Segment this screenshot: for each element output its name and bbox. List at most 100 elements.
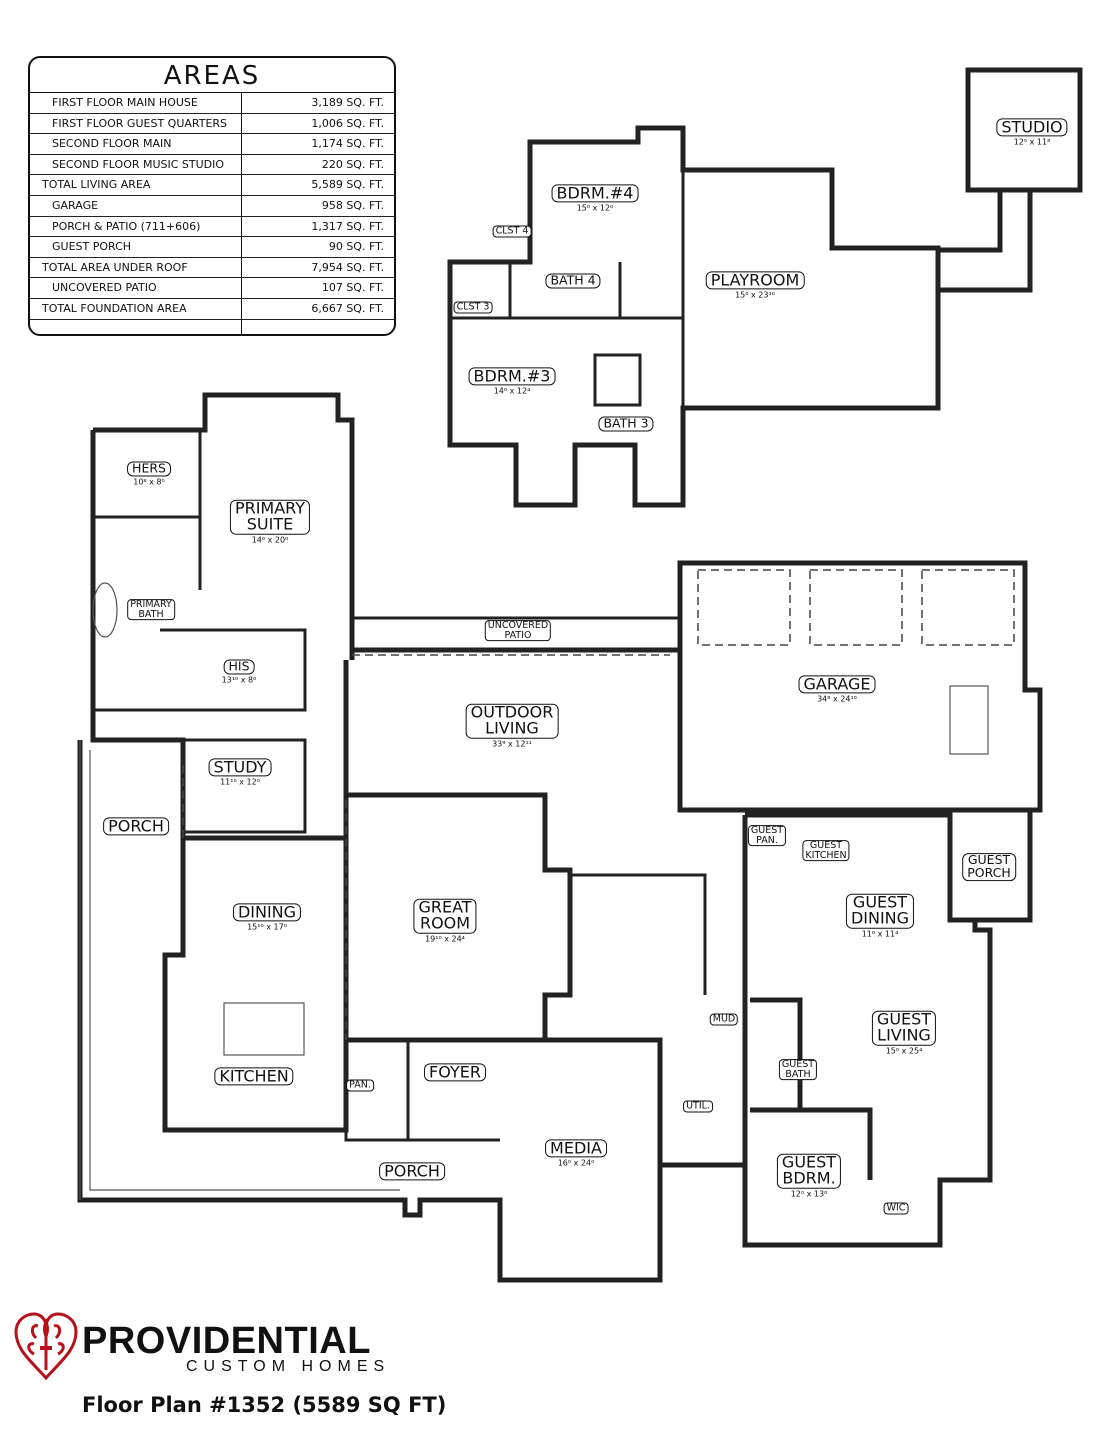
room-name: PRIMARY SUITE (229, 499, 311, 535)
studio-stair-wall (938, 190, 1033, 293)
room-name: GUEST BATH (778, 1059, 818, 1081)
room-name: DINING (232, 903, 302, 922)
area-label: TOTAL AREA UNDER ROOF (30, 257, 242, 278)
area-label: SECOND FLOOR MAIN (30, 134, 242, 154)
room-dimensions: 14⁰ x 12⁴ (493, 386, 531, 396)
room-name: PORCH (379, 1162, 445, 1181)
room-name: BATH 3 (598, 416, 654, 432)
room-dimensions: 11¹⁰ x 12⁰ (220, 777, 260, 787)
area-value: 6,667 SQ. FT. (311, 301, 384, 315)
room-clst4: CLST 4 (492, 219, 532, 238)
kitchen-island (223, 1002, 305, 1056)
room-porch-west: PORCH (103, 816, 169, 836)
room-name: OUTDOOR LIVING (465, 703, 559, 739)
guest-walls (742, 810, 1033, 1180)
area-value: 1,174 SQ. FT. (311, 137, 384, 151)
areas-row: SECOND FLOOR MAIN 1,174 SQ. FT. (30, 134, 394, 155)
room-uncovered-patio: UNCOVERED PATIO (484, 620, 552, 642)
area-value: 7,954 SQ. FT. (311, 260, 384, 274)
room-dimensions: 33⁹ x 12¹¹ (492, 739, 532, 749)
room-dimensions: 34⁸ x 24¹⁰ (817, 694, 857, 704)
brand-name: PROVIDENTIAL (82, 1320, 371, 1362)
room-name: BDRM.#4 (551, 184, 639, 203)
room-dimensions: 15⁰ x 12⁰ (576, 203, 614, 213)
primary-wing-interior-walls (93, 430, 307, 834)
area-value: 1,317 SQ. FT. (311, 219, 384, 233)
area-value: 107 SQ. FT. (321, 281, 384, 295)
room-porch-front: PORCH (379, 1161, 445, 1181)
room-name: BDRM.#3 (468, 367, 556, 386)
dashed-openings (182, 760, 347, 1040)
room-name: GREAT ROOM (413, 898, 477, 934)
room-guest-porch: GUEST PORCH (962, 853, 1016, 881)
areas-row: SECOND FLOOR MUSIC STUDIO 220 SQ. FT. (30, 154, 394, 176)
garage-door-2 (809, 569, 903, 646)
area-label: UNCOVERED PATIO (30, 278, 242, 298)
areas-row (30, 319, 394, 334)
area-label: PORCH & PATIO (711+606) (30, 216, 242, 237)
areas-row: TOTAL AREA UNDER ROOF 7,954 SQ. FT. (30, 257, 394, 279)
room-wic: WIC (883, 1196, 909, 1215)
second-floor-outline (447, 125, 941, 508)
area-value: 1,006 SQ. FT. (311, 116, 384, 130)
room-bath4: BATH 4 (545, 270, 601, 289)
area-value: 220 SQ. FT. (321, 157, 384, 171)
room-name: GUEST DINING (845, 893, 915, 929)
room-name: MEDIA (545, 1139, 607, 1158)
room-pantry: PAN. (346, 1073, 374, 1092)
room-dimensions: 16⁰ x 24⁰ (557, 1158, 595, 1168)
room-name: HERS (127, 461, 171, 477)
area-label (30, 319, 242, 334)
room-name: PRIMARY BATH (127, 599, 175, 621)
area-label: FIRST FLOOR GUEST QUARTERS (30, 113, 242, 134)
room-name: WIC (883, 1202, 909, 1215)
room-dimensions: 15⁰ x 23¹⁰ (735, 290, 775, 300)
room-util: UTIL. (683, 1094, 713, 1113)
plan-title: Floor Plan #1352 (5589 SQ FT) (82, 1393, 447, 1417)
room-guest-kitchen: GUEST KITCHEN (802, 840, 850, 862)
room-name: KITCHEN (214, 1067, 294, 1086)
room-dimensions: 13¹⁰ x 8⁰ (221, 675, 257, 685)
dining-kitchen-walls (162, 835, 349, 1133)
room-name: GUEST KITCHEN (802, 840, 850, 862)
area-value (242, 320, 394, 334)
area-value: 958 SQ. FT. (321, 198, 384, 212)
room-name: PAN. (346, 1079, 374, 1092)
room-dimensions: 14⁰ x 20⁰ (251, 535, 289, 545)
room-dimensions: 15⁰ x 25⁴ (885, 1046, 923, 1056)
areas-row: FIRST FLOOR GUEST QUARTERS 1,006 SQ. FT. (30, 113, 394, 135)
room-guest-pan: GUEST PAN. (747, 825, 787, 847)
room-name: GUEST LIVING (871, 1010, 937, 1046)
room-name: UTIL. (683, 1100, 713, 1113)
room-kitchen: KITCHEN (214, 1066, 294, 1086)
room-dimensions: 15¹⁰ x 17⁰ (247, 922, 287, 932)
bathtub (92, 582, 118, 638)
room-name: PLAYROOM (705, 271, 805, 290)
garage-walls (677, 560, 1043, 813)
area-label: SECOND FLOOR MUSIC STUDIO (30, 154, 242, 175)
room-bath3: BATH 3 (598, 413, 654, 432)
room-name: FOYER (424, 1063, 486, 1082)
area-value: 90 SQ. FT. (328, 240, 384, 254)
areas-row: PORCH & PATIO (711+606) 1,317 SQ. FT. (30, 216, 394, 238)
second-floor-interior-walls (450, 170, 685, 408)
area-label: TOTAL LIVING AREA (30, 175, 242, 195)
great-room-walls (346, 792, 573, 1043)
room-foyer: FOYER (424, 1062, 486, 1082)
floor-plan-drawing (77, 67, 1083, 1283)
foyer-pantry-stair-walls (344, 873, 707, 1142)
room-name: GARAGE (798, 675, 876, 694)
